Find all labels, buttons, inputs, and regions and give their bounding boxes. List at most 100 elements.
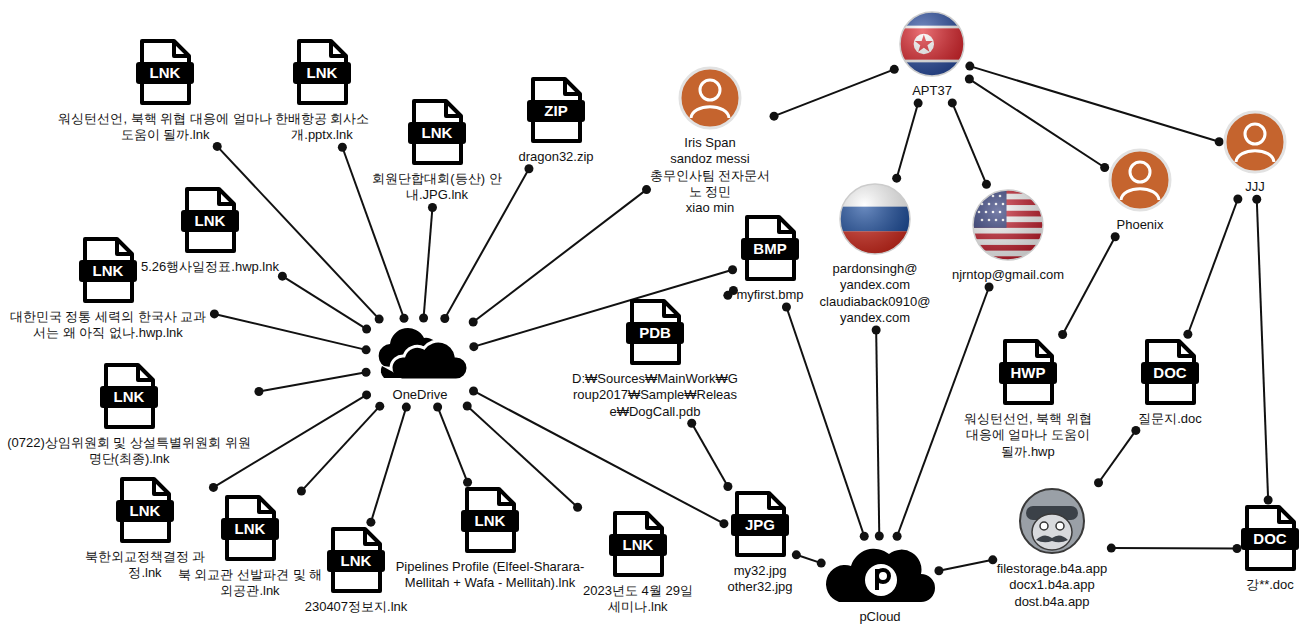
file-band <box>999 362 1057 384</box>
file-band <box>100 386 158 408</box>
file-band <box>136 62 194 84</box>
connector-dot <box>278 272 287 281</box>
file-band <box>408 122 466 144</box>
file-type-label: LNK <box>181 210 239 232</box>
file-type-label: LNK <box>461 510 519 532</box>
node-caption: OneDrive <box>370 387 470 403</box>
connector-line <box>1063 237 1116 335</box>
connector-dot <box>934 566 943 575</box>
connector-dot <box>366 518 375 527</box>
file-fold <box>365 529 380 544</box>
file-fold <box>259 497 274 512</box>
file-type-label: LNK <box>116 500 174 522</box>
connector-dot <box>792 550 801 559</box>
connector-dot <box>719 519 728 528</box>
person-head <box>700 80 720 100</box>
file-type-label: LNK <box>79 260 137 282</box>
node-icon <box>678 66 742 130</box>
node-caption: claudiaback0910@ yandex.com <box>813 294 938 327</box>
node-icon: JPG <box>731 490 789 558</box>
node-caption: 노 정민 <box>650 184 771 200</box>
cloud-front <box>391 341 468 380</box>
connector-line <box>692 423 728 486</box>
ru-icon <box>838 182 912 256</box>
connector-dot <box>1252 195 1261 204</box>
flag <box>838 182 912 256</box>
connector-dot <box>728 265 737 274</box>
file-band <box>293 62 351 84</box>
connector-dot <box>362 368 371 377</box>
node-icon: LNK <box>408 98 466 166</box>
node-caption: other32.jpg <box>727 579 792 595</box>
connector-line <box>1111 547 1237 549</box>
connector-dot <box>687 419 696 428</box>
node-caption: 5.26행사일정표.hwp.lnk <box>141 259 279 275</box>
flag-shade <box>973 190 1043 260</box>
node-icon: LNK <box>79 236 137 304</box>
connector-line <box>952 103 986 184</box>
connector-line <box>214 314 366 350</box>
node-caption: 230407정보지.lnk <box>305 599 408 615</box>
file-node: PDBD:₩Sources₩MainWork₩Group2017₩Sample₩… <box>571 298 739 420</box>
node-caption: dragon32.zip <box>518 149 593 165</box>
file-band <box>461 510 519 532</box>
connector-dot <box>375 402 384 411</box>
node-icon <box>898 10 966 78</box>
connector-dot <box>965 62 974 71</box>
node-icon: LNK <box>293 38 351 106</box>
cloud-base <box>381 366 404 378</box>
file-type-label: DOC <box>1141 362 1199 384</box>
us-node: njrntop@gmail.com <box>952 188 1064 283</box>
node-icon: DOC <box>1241 504 1299 572</box>
file-type-label: LNK <box>100 386 158 408</box>
connector-dot <box>890 65 899 74</box>
person-icon <box>678 66 742 130</box>
node-caption: myfirst.bmp <box>736 287 803 303</box>
kp-node: APT37 <box>898 10 966 99</box>
connector-dot <box>469 342 478 351</box>
file-type-label: HWP <box>999 362 1057 384</box>
person-circle <box>680 68 740 128</box>
connector-dot <box>723 291 732 300</box>
person-icon <box>1108 148 1172 212</box>
file-band <box>327 550 385 572</box>
person-node: Phoenix <box>1108 148 1172 233</box>
node-caption: (0722)상임위원회 및 상설특별위원회 위원 명단(최종).lnk <box>3 435 255 468</box>
file-band <box>1241 528 1299 550</box>
file-type-label: DOC <box>1241 528 1299 550</box>
node-caption: 2023년도 4월 29일 세미나.lnk <box>576 583 701 616</box>
file-type-label: LNK <box>408 122 466 144</box>
connector-dot <box>469 318 478 327</box>
file-node: LNK (0722)상임위원회 및 상설특별위원회 위원 명단(최종).lnk <box>3 362 255 468</box>
us-icon <box>971 188 1045 262</box>
file-node: LNK북한외교정책결정 과정.lnk <box>80 476 210 582</box>
person-head <box>1245 124 1265 144</box>
connector-line <box>424 207 433 318</box>
node-caption: xiao min <box>650 200 771 216</box>
kp-icon <box>898 10 966 78</box>
node-icon: LNK <box>461 486 519 554</box>
node-icon <box>1108 148 1172 212</box>
file-fold <box>117 239 132 254</box>
connector-dot <box>892 174 901 183</box>
file-fold <box>1279 507 1294 522</box>
ru-node: pardonsingh@ yandex.comclaudiaback0910@ … <box>813 182 938 326</box>
connector-dot <box>402 403 411 412</box>
node-icon: ZIP <box>527 76 585 144</box>
node-caption: sandoz messi <box>650 151 771 167</box>
file-node: LNK230407정보지.lnk <box>305 526 408 615</box>
connector-line <box>970 66 1219 142</box>
node-caption: docx1.b4a.app <box>997 577 1108 593</box>
connector-dot <box>297 487 306 496</box>
connector-line <box>1188 199 1238 334</box>
file-fold <box>331 41 346 56</box>
connector-dot <box>254 387 263 396</box>
node-caption: filestorage.b4a.app <box>997 561 1108 577</box>
connector-dot <box>433 402 442 411</box>
connector-dot <box>985 283 994 292</box>
connector-dot <box>723 482 732 491</box>
file-band <box>79 260 137 282</box>
file-node: LNK대한민국 정통 세력의 한국사 교과서는 왜 아직 없나.hwp.lnk <box>6 236 211 342</box>
pcloud-shape <box>826 549 935 602</box>
